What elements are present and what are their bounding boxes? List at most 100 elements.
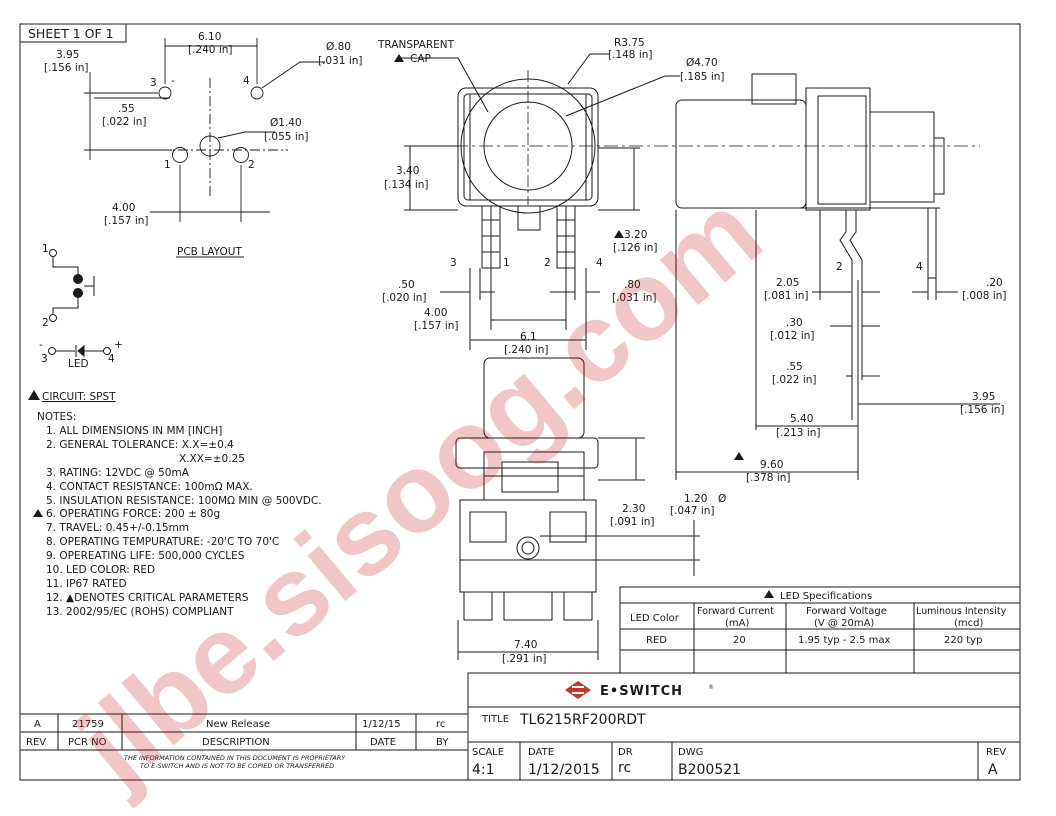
pcb-layout-text: 6.10 [.240 in] 3.95 [.156 in] Ø.80 [.031… <box>44 31 362 258</box>
led-header-color: LED Color <box>630 613 680 624</box>
dim-9-60-triangle-icon <box>734 452 744 460</box>
cap-triangle-icon <box>394 54 404 62</box>
rev-row-date: 1/12/15 <box>362 719 401 730</box>
pcb-dim-0-55: .55 <box>118 103 135 115</box>
sch-plus: + <box>114 339 123 351</box>
led-header-current-unit: (mA) <box>725 618 749 629</box>
dim-3-40-in: [.134 in] <box>384 179 428 191</box>
sch-pin-1: 1 <box>42 243 49 255</box>
dr-label: DR <box>618 747 633 758</box>
led-cell-current: 20 <box>733 635 746 646</box>
led-cell-voltage: 1.95 typ - 2.5 max <box>798 635 891 646</box>
dim-4-00-in: [.157 in] <box>414 320 458 332</box>
dim-0-20-in: [.008 in] <box>962 290 1006 302</box>
pcb-dim-0-80-in: [.031 in] <box>318 55 362 67</box>
pcb-pin-1: 1 <box>164 159 171 171</box>
scale-label: SCALE <box>472 747 504 758</box>
revision-table-text: A 21759 New Release 1/12/15 rc REV PCR N… <box>26 719 449 770</box>
sch-pin-2: 2 <box>42 317 49 329</box>
dim-2-30-in: [.091 in] <box>610 516 654 528</box>
led-table: LED Specifications LED Color Forward Cur… <box>619 586 1021 674</box>
rev-header-pcr: PCR NO <box>68 737 107 748</box>
pcb-dim-1-40-in: [.055 in] <box>264 131 308 143</box>
dim-2-05-in: [.081 in] <box>764 290 808 302</box>
schematic-text: 1 2 - 3 LED + 4 <box>39 243 123 370</box>
sch-pin-3: 3 <box>41 353 48 365</box>
sch-pin-4: 4 <box>108 353 115 365</box>
side-view <box>675 73 1000 480</box>
company-registered: ® <box>708 684 714 691</box>
transparent-cap-1: TRANSPARENT <box>377 39 455 51</box>
note-10: 10. LED COLOR: RED <box>46 564 155 576</box>
rev-label: REV <box>986 747 1006 758</box>
rev-header-date: DATE <box>370 737 396 748</box>
led-header-current: Forward Current <box>697 606 774 617</box>
note-4: 4. CONTACT RESISTANCE: 100mΩ MAX. <box>46 481 253 493</box>
rev-value: A <box>988 762 998 778</box>
dim-3-95-side-in: [.156 in] <box>960 404 1004 416</box>
title-label: TITLE <box>481 714 509 725</box>
dim-0-50-in: [.020 in] <box>382 292 426 304</box>
pcb-layout-title: PCB LAYOUT <box>177 246 242 258</box>
dim-1-20-phi: Ø <box>718 493 726 505</box>
dim-0-55-side: .55 <box>786 361 803 373</box>
pcb-dim-4-00-in: [.157 in] <box>104 215 148 227</box>
dwg-label: DWG <box>678 747 703 758</box>
title-value: TL6215RF200RDT <box>519 712 646 728</box>
pcb-hole-4 <box>250 86 264 100</box>
side-pin-2: 2 <box>836 261 843 273</box>
rev-row-pcr: 21759 <box>72 719 104 730</box>
top-pin-3: 3 <box>450 257 457 269</box>
schematic-switch <box>49 249 95 322</box>
dim-r-3-75-in: [.148 in] <box>608 49 652 61</box>
note-7: 7. TRAVEL: 0.45+/-0.15mm <box>46 522 189 534</box>
front-view <box>455 357 700 660</box>
rev-header-desc: DESCRIPTION <box>202 737 270 748</box>
dim-d-4-70-in: [.185 in] <box>680 71 724 83</box>
proprietary-line-2: TO E-SWITCH AND IS NOT TO BE COPIED OR T… <box>140 762 334 770</box>
sheet-label: SHEET 1 OF 1 <box>28 26 114 41</box>
dim-3-20: 3.20 <box>624 229 647 241</box>
sch-led-label: LED <box>68 358 89 370</box>
transparent-cap-2: CAP <box>410 53 431 65</box>
note-5: 5. INSULATION RESISTANCE: 100MΩ MIN @ 50… <box>46 495 322 507</box>
rev-header-rev: REV <box>26 737 46 748</box>
proprietary-line-1: THE INFORMATION CONTAINED IN THIS DOCUME… <box>124 754 346 762</box>
pcb-hole-3 <box>158 86 172 100</box>
led-header-voltage-unit: (V @ 20mA) <box>814 618 874 629</box>
dim-d-4-70: Ø4.70 <box>686 57 718 69</box>
dr-value: rc <box>618 760 631 776</box>
pcb-pin-4: 4 <box>243 75 250 87</box>
pcb-pin-3: 3 <box>150 77 157 89</box>
pcb-dim-0-55-in: [.022 in] <box>102 116 146 128</box>
pcb-dim-6-10-in: [.240 in] <box>188 44 232 56</box>
dim-6-1: 6.1 <box>520 331 537 343</box>
rev-row-desc: New Release <box>206 719 270 730</box>
circuit-triangle-icon <box>28 390 40 400</box>
note-3: 3. RATING: 12VDC @ 50mA <box>46 467 190 479</box>
pcb-dim-1-40: Ø1.40 <box>270 117 302 129</box>
revision-table <box>19 713 469 751</box>
pcb-dim-3-95-in: [.156 in] <box>44 62 88 74</box>
dim-2-30: 2.30 <box>622 503 645 515</box>
dim-6-1-in: [.240 in] <box>504 344 548 356</box>
e-switch-logo: E•SWITCH ® <box>565 681 714 699</box>
note-12: 12. ▲DENOTES CRITICAL PARAMETERS <box>46 592 249 604</box>
dim-0-50: .50 <box>398 279 415 291</box>
dim-0-30-in: [.012 in] <box>770 330 814 342</box>
rev-row-by: rc <box>436 719 445 730</box>
dim-r-3-75: R3.75 <box>614 37 645 49</box>
led-header-voltage: Forward Voltage <box>806 606 887 617</box>
dim-3-20-triangle-icon <box>614 230 624 238</box>
dim-9-60-in: [.378 in] <box>746 472 790 484</box>
dim-0-20: .20 <box>986 277 1003 289</box>
note-13: 13. 2002/95/EC (ROHS) COMPLIANT <box>46 606 234 618</box>
note-11: 11. IP67 RATED <box>46 578 127 590</box>
pcb-pin-2: 2 <box>248 159 255 171</box>
top-view-text: TRANSPARENT CAP R3.75 [.148 in] Ø4.70 [.… <box>377 37 724 356</box>
sch-minus: - <box>39 339 43 351</box>
dim-3-20-in: [.126 in] <box>613 242 657 254</box>
top-pin-4: 4 <box>596 257 603 269</box>
note-6-triangle-icon <box>33 509 43 517</box>
